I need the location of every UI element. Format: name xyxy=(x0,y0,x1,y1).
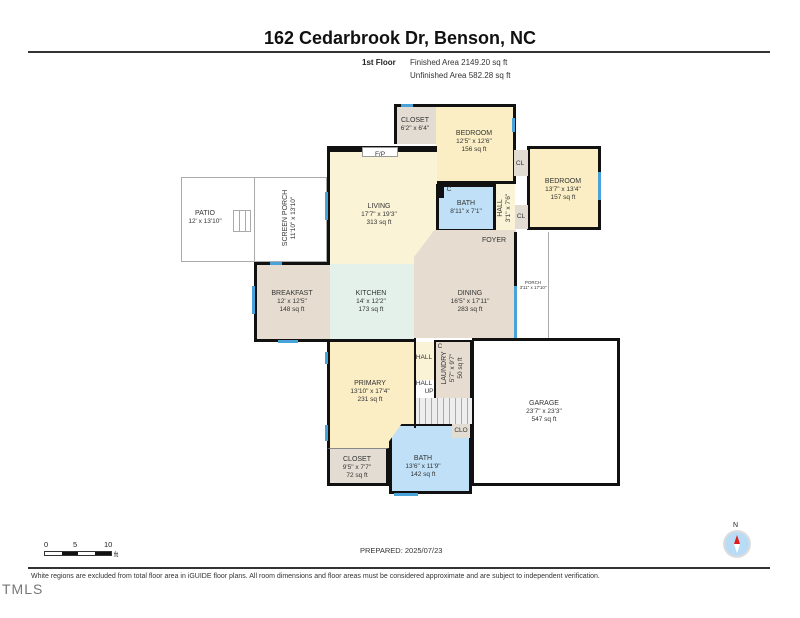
room-label-c-2: C xyxy=(437,343,443,350)
room-label-c: C xyxy=(446,186,452,193)
watermark-logo: TMLS xyxy=(2,581,44,597)
room-label-hall-low: HALL xyxy=(415,380,433,387)
title-divider xyxy=(28,51,770,53)
closet-cl2 xyxy=(514,205,528,229)
window xyxy=(252,286,255,314)
closet-top xyxy=(394,104,436,144)
page-title: 162 Cedarbrook Dr, Benson, NC xyxy=(263,28,537,48)
scale-tick-0: 0 xyxy=(44,540,49,549)
clo xyxy=(452,424,470,438)
window xyxy=(394,493,418,496)
hall-top xyxy=(495,184,515,232)
scale-tick-5: 5 xyxy=(73,540,78,549)
window xyxy=(598,172,601,200)
breakfast xyxy=(254,262,330,342)
bath-2 xyxy=(389,424,472,494)
closet-low xyxy=(327,448,389,486)
hall-mid xyxy=(414,342,434,380)
kitchen xyxy=(330,264,414,342)
window xyxy=(325,425,328,441)
room-label-clo: CLO xyxy=(454,427,468,434)
room-label-fireplace: F/P xyxy=(374,151,386,158)
wall xyxy=(514,232,517,338)
room-label-foyer: FOYER xyxy=(481,237,507,244)
porch xyxy=(516,232,549,338)
window xyxy=(278,340,298,343)
window xyxy=(512,118,515,132)
closet-cl1 xyxy=(514,150,528,176)
finished-area: Finished Area 2149.20 sq ft xyxy=(410,58,508,67)
fireplace xyxy=(362,147,398,157)
scale-tick-10: 10 xyxy=(104,540,113,549)
wall xyxy=(436,184,444,198)
window xyxy=(325,352,328,364)
screen-porch xyxy=(254,177,327,262)
garage xyxy=(472,338,620,486)
patio-steps xyxy=(233,210,251,232)
scale-bar xyxy=(44,551,112,556)
prepared-date: PREPARED: 2025/07/23 xyxy=(360,546,443,555)
disclaimer: White regions are excluded from total fl… xyxy=(31,573,600,580)
wall xyxy=(414,338,416,428)
foyer-dining xyxy=(414,230,516,338)
window xyxy=(514,286,517,338)
room-label-hall-mid: HALL xyxy=(415,354,433,361)
stairs xyxy=(414,398,472,426)
bedroom-1 xyxy=(436,104,516,184)
window xyxy=(325,192,328,220)
scale-ticks: 0 5 10 xyxy=(44,540,112,549)
compass-icon xyxy=(723,530,751,558)
scale-unit: ft xyxy=(114,550,119,559)
room-label-cl-2: CL xyxy=(516,213,526,220)
unfinished-area: Unfinished Area 582.28 sq ft xyxy=(410,71,511,80)
window xyxy=(270,262,282,265)
floor-label: 1st Floor xyxy=(362,58,396,67)
compass-north-label: N xyxy=(733,522,739,529)
footer-divider xyxy=(28,567,770,569)
room-label-up: UP xyxy=(424,388,434,395)
room-label-cl-1: CL xyxy=(515,160,525,167)
window xyxy=(401,104,413,107)
